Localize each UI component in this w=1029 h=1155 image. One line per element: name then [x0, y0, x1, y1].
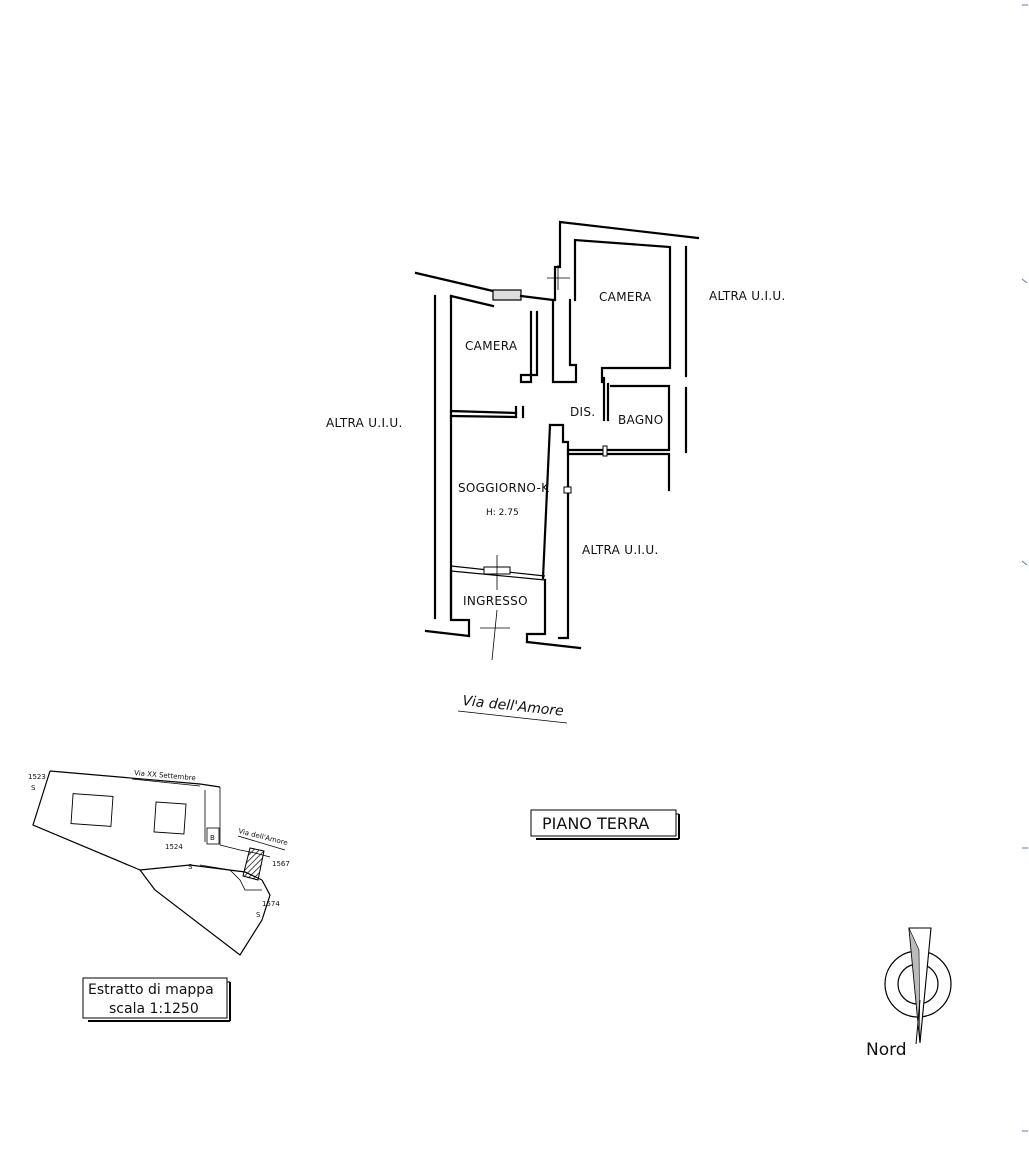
map-street-right: Via dell'Amore	[238, 827, 289, 847]
room-label-dis: DIS.	[570, 405, 595, 419]
north-arrow: Nord	[866, 927, 952, 1060]
parcel-1524: 1524	[165, 843, 183, 851]
map-letter-s2: S	[188, 863, 193, 871]
parcel-1574: 1574	[262, 900, 280, 908]
street-label: Via dell'Amore	[462, 693, 565, 720]
room-label-ingresso: INGRESSO	[463, 594, 528, 608]
neighbor-label-right-bottom: ALTRA U.I.U.	[582, 543, 659, 557]
room-label-bagno: BAGNO	[618, 413, 663, 427]
street-label-group: Via dell'Amore	[457, 693, 568, 724]
map-letter-s1: S	[31, 784, 36, 792]
room-labels: CAMERA CAMERA DIS. BAGNO SOGGIORNO-K H: …	[326, 289, 786, 608]
level-label: PIANO TERRA	[542, 814, 649, 833]
north-label: Nord	[866, 1040, 907, 1060]
neighbor-label-left: ALTRA U.I.U.	[326, 416, 403, 430]
room-label-camera-left: CAMERA	[465, 339, 518, 353]
parcel-1523: 1523	[28, 773, 46, 781]
map-extract: 1523 S Via XX Settembre 1524 B Via dell'…	[28, 769, 290, 956]
map-letter-s3: S	[256, 911, 261, 919]
map-caption-box: Estratto di mappa scala 1:1250	[82, 977, 231, 1022]
room-label-soggiorno: SOGGIORNO-K	[458, 481, 550, 495]
door-markers	[480, 265, 570, 661]
map-caption-line1: Estratto di mappa	[88, 982, 214, 998]
parcel-1567: 1567	[272, 860, 290, 868]
level-label-box: PIANO TERRA	[530, 809, 680, 840]
room-height-label: H: 2.75	[486, 508, 519, 518]
floor-plan-walls	[414, 220, 700, 650]
room-label-camera-upper: CAMERA	[599, 290, 652, 304]
map-letter-b: B	[210, 834, 215, 842]
scan-edge-marks	[1021, 4, 1028, 1132]
map-caption-line2: scala 1:1250	[109, 1001, 199, 1017]
neighbor-label-right-top: ALTRA U.I.U.	[709, 289, 786, 303]
